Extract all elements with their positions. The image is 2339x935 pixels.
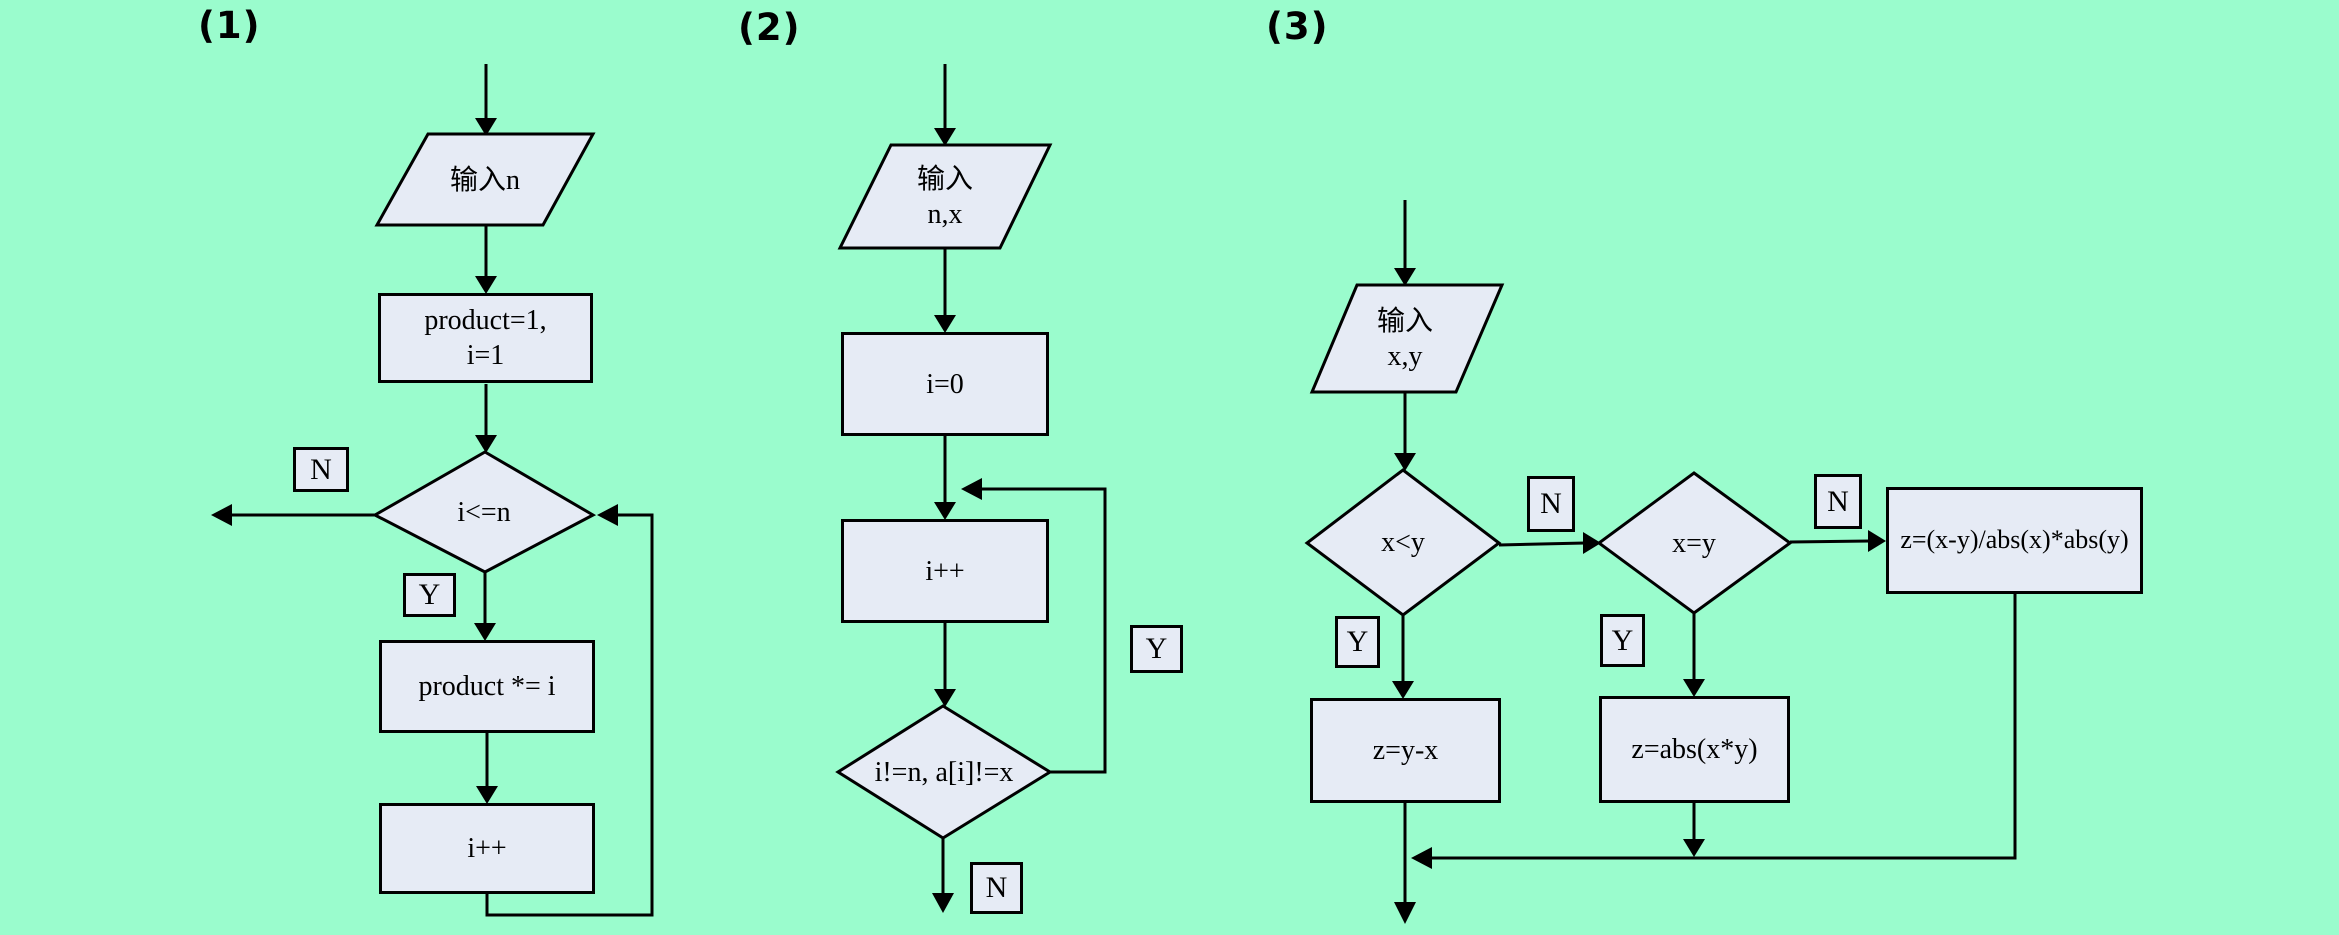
fc1-no-tag: N: [293, 447, 349, 492]
fc1-arrow-init-to-cond: [475, 384, 497, 453]
flowchart-2-label: (2): [738, 6, 801, 49]
fc3-arrow-cond2-to-assign-no: [1789, 530, 1886, 552]
fc1-increment-box: i++: [379, 803, 595, 894]
fc1-init-box: product=1, i=1: [378, 293, 593, 383]
fc2-yes-tag: Y: [1130, 625, 1183, 673]
fc3-assign2-down-arrow: [1683, 803, 1705, 857]
fc1-condition-diamond: [371, 450, 597, 574]
fc3-condition1-diamond: [1304, 468, 1502, 617]
fc1-init-line1: product=1,: [424, 305, 547, 336]
fc1-loop-back-line: [485, 504, 654, 917]
fc3-assign-yes2-box: z=abs(x*y): [1599, 696, 1790, 803]
fc3-input-parallelogram: [1309, 283, 1505, 394]
fc2-arrow-input-to-init: [934, 248, 956, 333]
fc3-assign-yes1-box: z=y-x: [1310, 698, 1501, 803]
fc3-exit-arrow: [1394, 803, 1416, 924]
fc1-arrow-cond-to-multiply: [474, 572, 496, 641]
fc1-no-exit-arrow: [211, 504, 375, 526]
fc2-condition-diamond: [835, 704, 1053, 840]
fc1-yes-tag: Y: [403, 573, 456, 617]
fc2-loop-back-line: [961, 478, 1107, 774]
fc3-arrow-input-to-cond1: [1394, 392, 1416, 471]
fc3-arrow-cond1-to-cond2: [1498, 532, 1601, 554]
flowchart-3-label: (3): [1266, 5, 1329, 48]
fc2-no-exit-arrow: [932, 838, 954, 913]
fc1-multiply-box: product *= i: [379, 640, 595, 733]
fc1-arrow-input-to-init: [475, 225, 497, 294]
fc3-start-arrow: [1394, 200, 1416, 286]
fc3-arrow-cond1-to-assign1: [1392, 615, 1414, 699]
fc1-start-arrow: [475, 64, 497, 136]
fc3-condition2-no-tag: N: [1814, 474, 1862, 529]
fc3-condition1-no-tag: N: [1527, 476, 1575, 532]
fc3-assign-no-box: z=(x-y)/abs(x)*abs(y): [1886, 487, 2143, 594]
fc1-arrow-multiply-to-inc: [476, 733, 498, 804]
fc2-arrow-init-to-inc: [934, 436, 956, 520]
fc2-input-parallelogram: [837, 143, 1053, 250]
fc3-merge-line: [1411, 594, 2017, 869]
flowchart-1-label: (1): [198, 4, 261, 47]
fc2-start-arrow: [934, 64, 956, 146]
fc3-condition1-yes-tag: Y: [1335, 616, 1380, 668]
fc2-init-box: i=0: [841, 332, 1049, 436]
fc1-input-parallelogram: [374, 132, 596, 227]
fc2-increment-box: i++: [841, 519, 1049, 623]
fc3-condition2-yes-tag: Y: [1600, 614, 1645, 667]
fc1-init-line2: i=1: [466, 340, 505, 371]
fc3-arrow-cond2-to-assign2: [1683, 613, 1705, 697]
fc2-no-tag: N: [970, 862, 1023, 914]
fc2-arrow-inc-to-cond: [934, 623, 956, 707]
fc3-condition2-diamond: [1596, 471, 1793, 615]
